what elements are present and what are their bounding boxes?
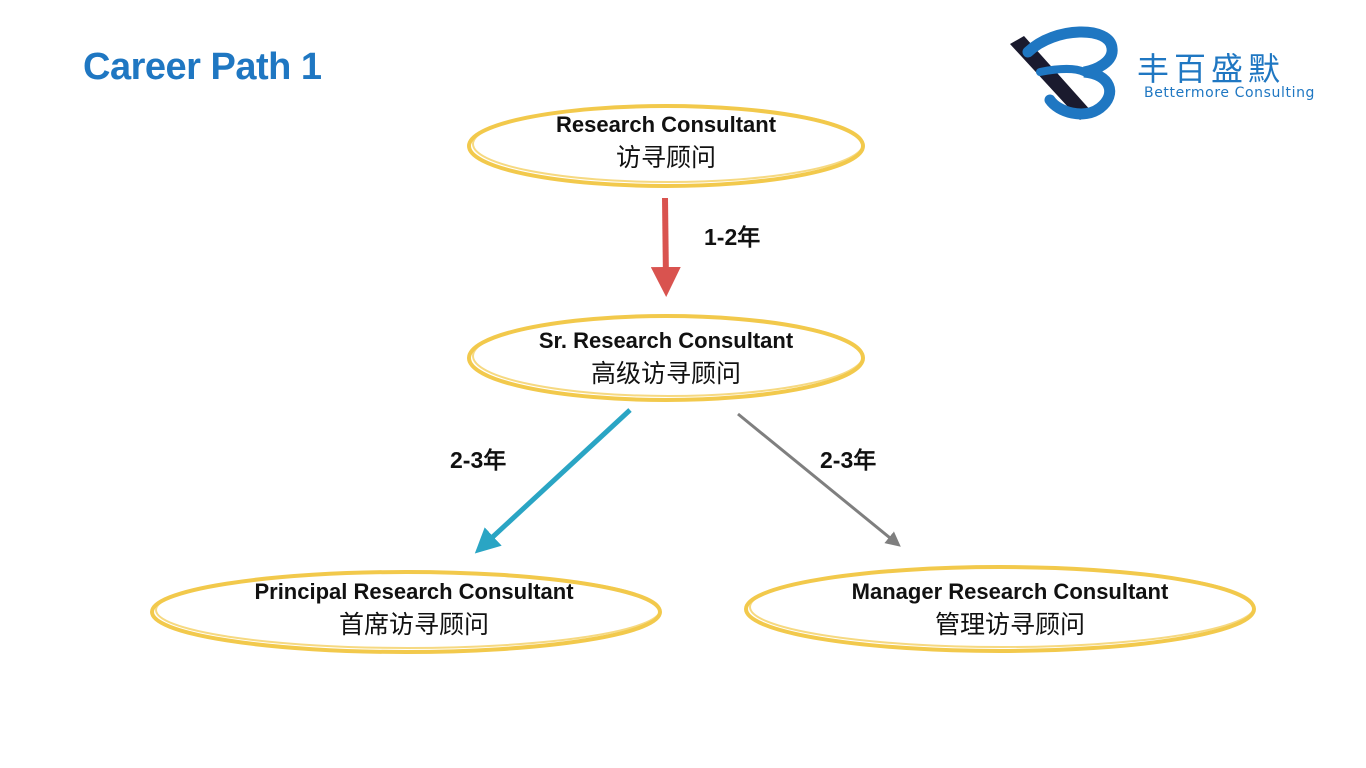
edge-arrow-1 bbox=[650, 197, 681, 297]
edge-arrow-2 bbox=[474, 408, 632, 554]
node-manager-research-consultant-shape bbox=[744, 565, 1256, 653]
node-label-zh: 高级访寻顾问 bbox=[590, 359, 741, 388]
node-sr-research-consultant-shape bbox=[467, 314, 865, 402]
edge-label-2: 2-3年 bbox=[450, 447, 507, 473]
edge-arrow-3 bbox=[737, 412, 901, 547]
node-manager-research-consultant: Manager Research Consultant 管理访寻顾问 bbox=[760, 577, 1260, 643]
edge-label-3: 2-3年 bbox=[820, 447, 877, 473]
logo-name-zh: 丰百盛默 bbox=[1137, 50, 1286, 88]
node-principal-research-consultant: Principal Research Consultant 首席访寻顾问 bbox=[164, 577, 664, 643]
logo-mark-icon bbox=[1010, 26, 1118, 120]
node-principal-research-consultant-shape bbox=[150, 570, 662, 654]
node-label-en: Manager Research Consultant bbox=[851, 579, 1169, 604]
node-label-en: Sr. Research Consultant bbox=[538, 328, 794, 353]
node-research-consultant: Research Consultant 访寻顾问 bbox=[466, 110, 866, 176]
node-sr-research-consultant: Sr. Research Consultant 高级访寻顾问 bbox=[466, 326, 866, 392]
node-label-zh: 首席访寻顾问 bbox=[338, 610, 489, 639]
node-label-zh: 访寻顾问 bbox=[615, 143, 716, 172]
bettermore-logo bbox=[1010, 26, 1118, 120]
node-label-en: Research Consultant bbox=[555, 112, 777, 137]
logo-name-en: Bettermore Consulting bbox=[1144, 85, 1316, 101]
node-label-zh: 管理访寻顾问 bbox=[934, 610, 1085, 639]
slide-title: Career Path 1 bbox=[83, 46, 322, 88]
node-label-en: Principal Research Consultant bbox=[254, 579, 574, 604]
edge-label-1: 1-2年 bbox=[704, 224, 761, 250]
node-research-consultant-shape bbox=[467, 104, 865, 188]
